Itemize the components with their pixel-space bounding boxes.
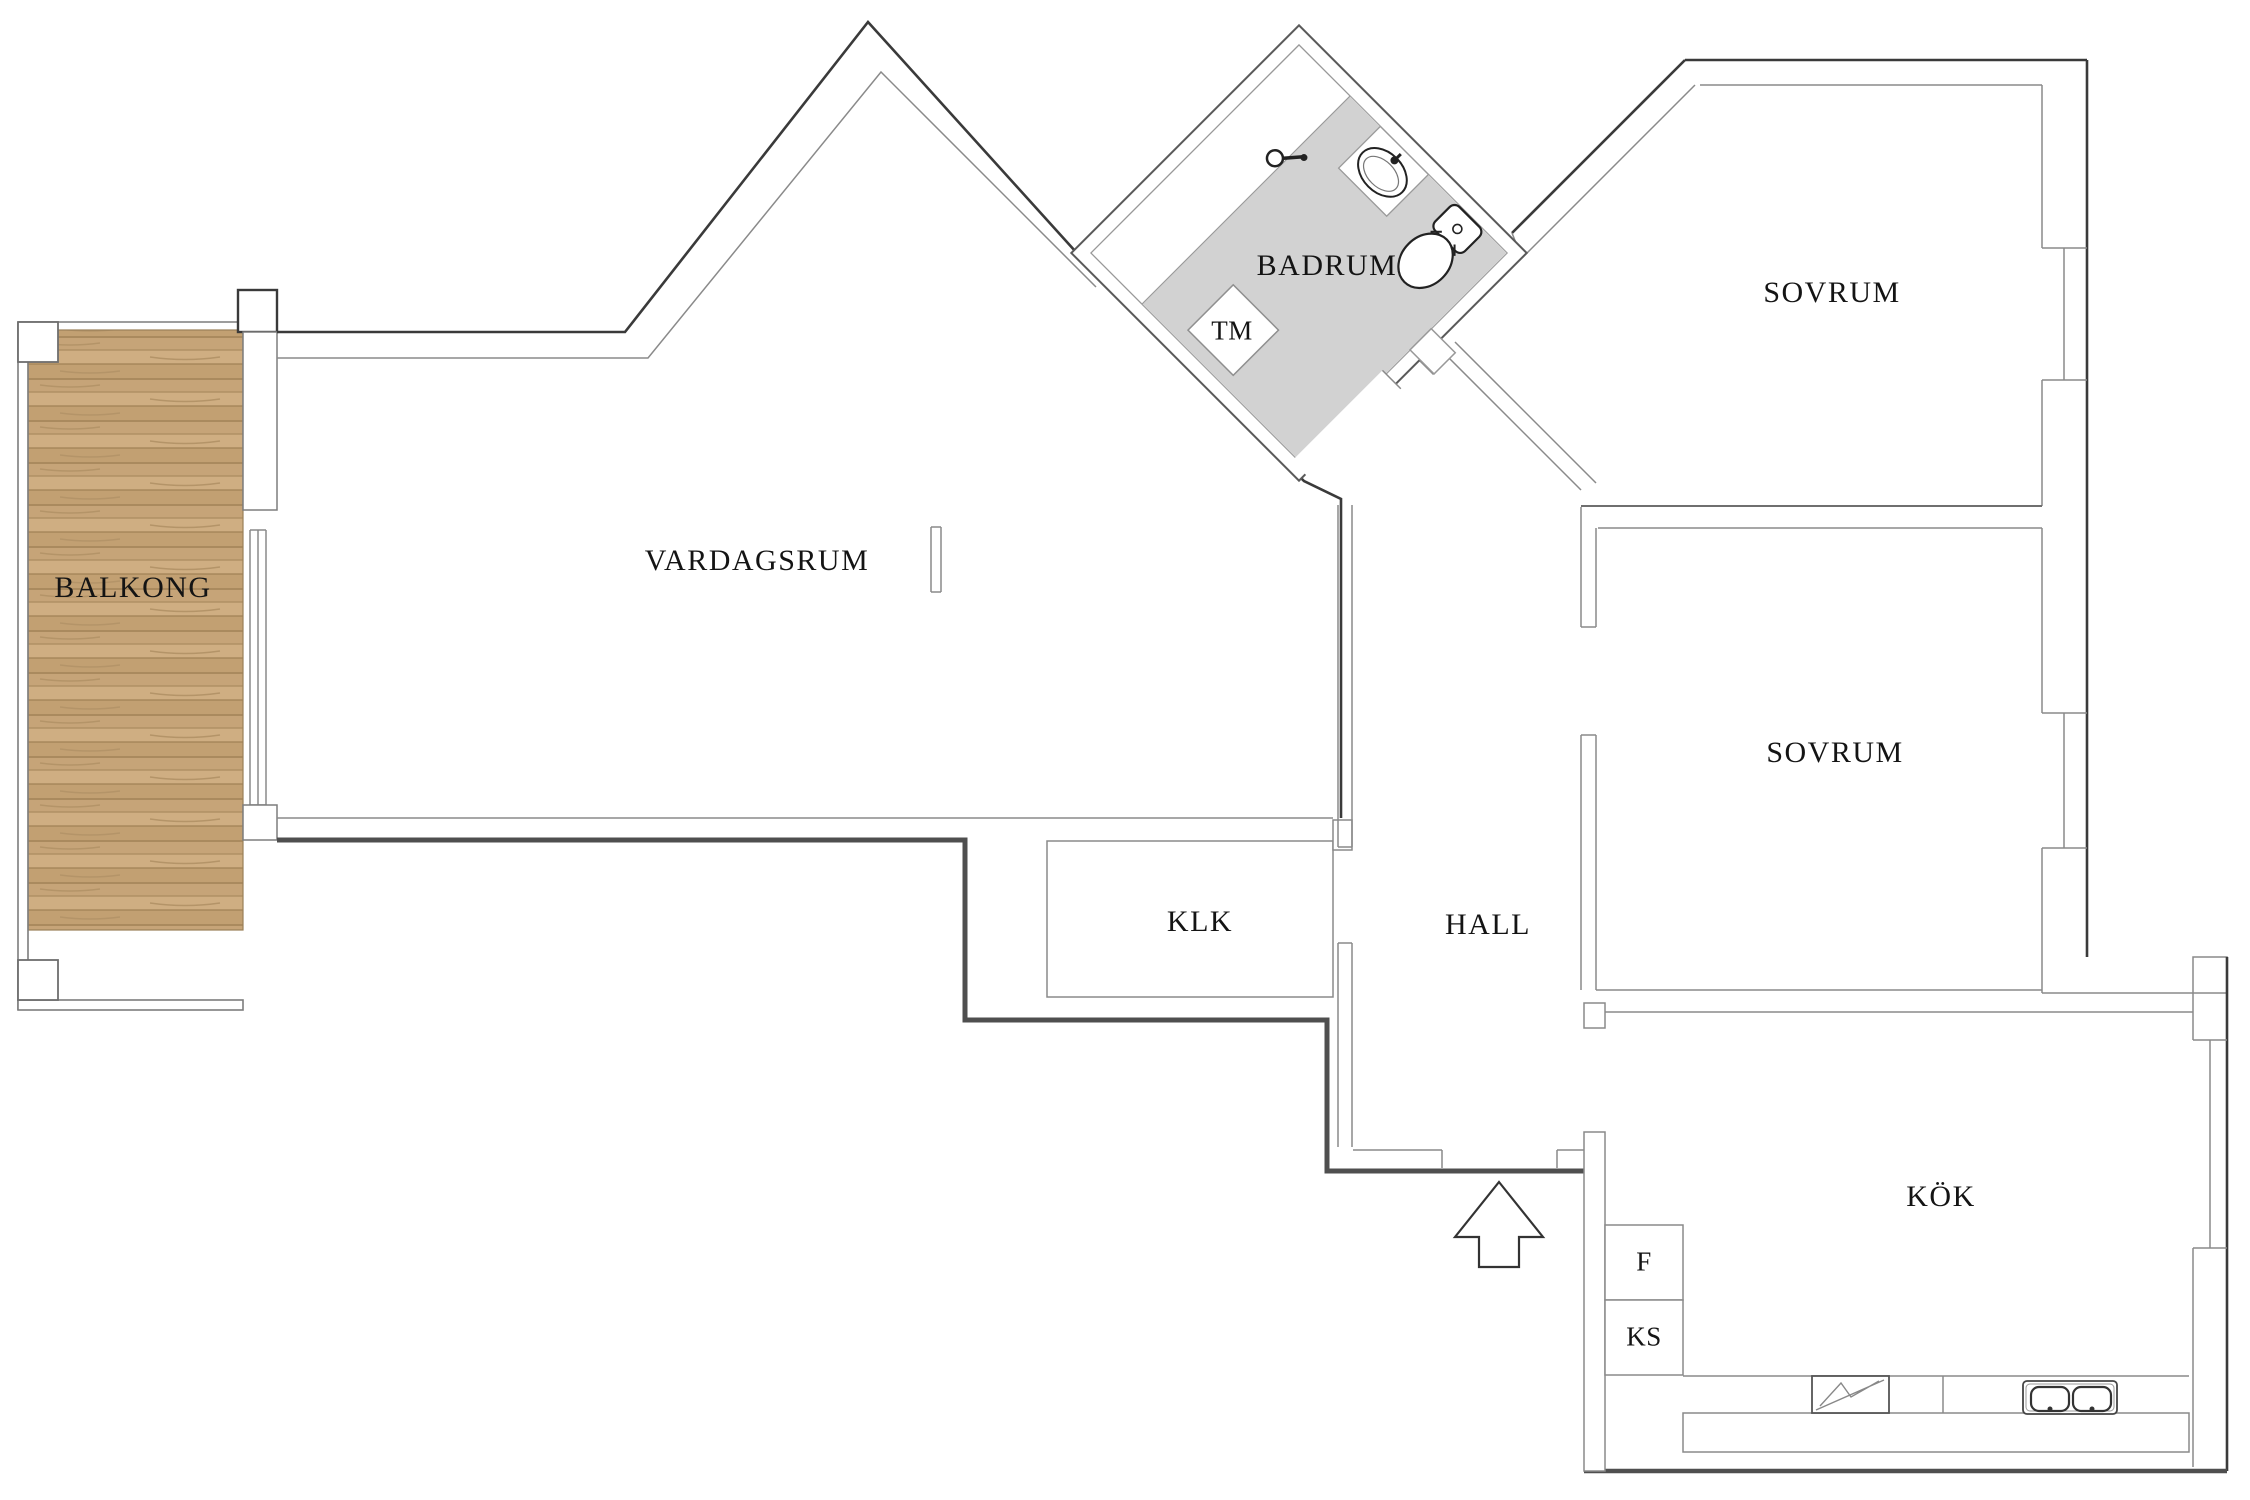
klk-closet-walls (1046, 840, 1334, 998)
kitchen-window (2193, 1039, 2227, 1249)
bedroom1-window (2042, 247, 2087, 381)
room-label-kok: KÖK (1906, 1180, 1976, 1213)
bedroom1-exterior-walls (1685, 58, 2089, 957)
bedroom1-interior-faces (1700, 84, 2043, 506)
room-label-balkong: BALKONG (54, 571, 212, 604)
wall-stub-living-room (930, 526, 942, 593)
kitchen-corner-step (2192, 956, 2228, 994)
room-label-sovrum-1: SOVRUM (1763, 276, 1901, 309)
bedroom1-diagonal-wall-inner (1511, 84, 1696, 259)
washing-machine-box (1186, 283, 1280, 377)
kitchen-west-wall (1583, 1131, 1606, 1472)
appliance-label-tm: TM (1211, 315, 1253, 346)
balcony (17, 288, 279, 1011)
hall-diagonal-wall (1440, 341, 1597, 491)
kitchen-door-jamb (1583, 1002, 1606, 1029)
balcony-corner-post-top (17, 321, 59, 363)
entrance-door-recess (1353, 1149, 1584, 1168)
bedroom2-window (2042, 712, 2087, 849)
kitchen-sink-icon (2022, 1380, 2118, 1415)
fridge-box (1604, 1299, 1684, 1376)
entrance-arrow-icon (1452, 1180, 1546, 1269)
wall-stub-balcony-top (236, 288, 279, 334)
klk-door-jamb-top (1332, 819, 1353, 851)
shower-area (1090, 44, 1351, 305)
room-label-vardagsrum: VARDAGSRUM (644, 544, 870, 577)
balcony-wall-lower (242, 804, 278, 841)
exterior-wall-south (277, 837, 1584, 1174)
room-label-hall: HALL (1445, 908, 1531, 941)
bedroom1-diagonal-wall-outer (1511, 59, 1686, 234)
balcony-left-railing (17, 322, 29, 1010)
appliance-label-f: F (1636, 1246, 1652, 1277)
balcony-deck (27, 329, 244, 931)
balcony-bottom-railing (17, 999, 244, 1011)
bathroom-door-post (1408, 327, 1457, 375)
balcony-corner-post-bottom (17, 959, 59, 1001)
bathroom (1069, 23, 1529, 483)
room-label-badrum: BADRUM (1256, 249, 1398, 282)
bedroom2-west-wall (1580, 507, 1597, 990)
toilet-icon (1397, 203, 1483, 290)
stove-icon (1811, 1375, 1890, 1414)
hall-west-wall (1337, 505, 1353, 1147)
bedroom2-south-wall (1596, 989, 2194, 1040)
room-label-klk: KLK (1166, 905, 1234, 938)
room-label-sovrum-2: SOVRUM (1766, 736, 1904, 769)
exterior-wall-northwest (277, 19, 1343, 818)
bathroom-door-opening (1291, 370, 1401, 480)
shower-icon (1265, 148, 1308, 168)
appliance-label-ks: KS (1626, 1321, 1662, 1352)
interior-wall-face-northwest (277, 70, 1097, 359)
kitchen-counter (1682, 1412, 2190, 1453)
balcony-window (249, 529, 267, 806)
bathroom-sink-icon (1337, 125, 1430, 218)
balcony-wall-upper (242, 331, 278, 511)
